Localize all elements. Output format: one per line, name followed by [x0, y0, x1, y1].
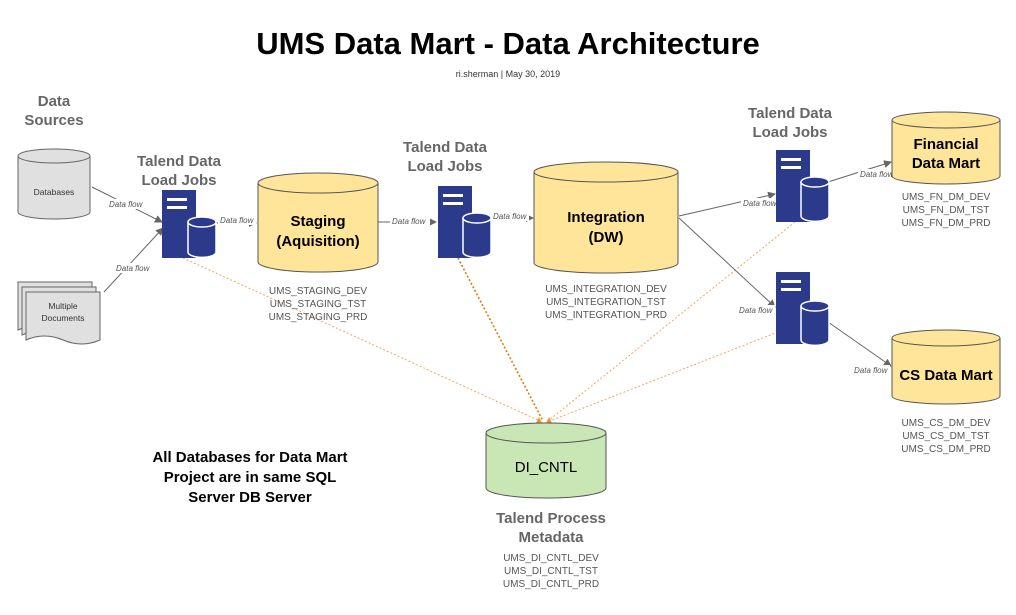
shared-server-note: All Databases for Data Mart Project are …	[130, 448, 370, 508]
flow-label: Data flow	[392, 217, 427, 226]
note-line2: Project are in same SQL	[163, 469, 337, 486]
db-name: UMS_DI_CNTL_TST	[504, 566, 598, 577]
talend-process-label: Talend Process Metadata	[476, 509, 626, 547]
di-cntl-db-names: UMS_DI_CNTL_DEV UMS_DI_CNTL_TST UMS_DI_C…	[486, 552, 616, 591]
di-cntl-database: DI_CNTL	[485, 422, 607, 499]
db-name: UMS_CS_DM_DEV	[901, 418, 991, 429]
staging-label-line1: Staging	[291, 213, 346, 230]
note-line1: All Databases for Data Mart	[152, 449, 348, 466]
databases-label: Databases	[34, 187, 75, 197]
staging-database: Staging (Aquisition)	[257, 172, 379, 273]
flow-label: Data flow	[220, 216, 255, 225]
flow-jobs4-to-cs	[827, 321, 892, 367]
data-sources-label: Data Sources	[14, 92, 94, 130]
talend-jobs-2-line1: Talend Data	[403, 139, 487, 156]
flow-label: Data flow	[743, 199, 778, 208]
db-name: UMS_FN_DM_TST	[902, 205, 990, 216]
staging-db-names: UMS_STAGING_DEV UMS_STAGING_TST UMS_STAG…	[248, 285, 388, 324]
server-icon-jobs1	[162, 190, 217, 259]
data-sources-line1: Data	[37, 93, 71, 110]
flow-label: Data flow	[854, 366, 889, 375]
integration-database: Integration (DW)	[533, 161, 679, 274]
cs-data-mart: CS Data Mart	[891, 329, 1001, 405]
talend-jobs-3-line1: Talend Data	[748, 105, 832, 122]
talend-jobs-2-line2: Load Jobs	[407, 158, 483, 175]
talend-process-line2: Metadata	[518, 529, 584, 546]
cs-label: CS Data Mart	[899, 367, 992, 384]
documents-source: Multiple Documents	[17, 281, 101, 345]
talend-jobs-3-line2: Load Jobs	[752, 124, 828, 141]
db-name: UMS_INTEGRATION_PRD	[544, 310, 668, 321]
db-name: UMS_CS_DM_PRD	[901, 444, 991, 455]
flow-integration-to-jobs3	[678, 191, 776, 217]
db-name: UMS_CS_DM_TST	[902, 431, 990, 442]
flow-label: Data flow	[109, 200, 144, 209]
db-name: UMS_STAGING_DEV	[268, 286, 368, 297]
talend-jobs-label-3: Talend Data Load Jobs	[733, 104, 847, 142]
talend-jobs-label-2: Talend Data Load Jobs	[388, 138, 502, 176]
cs-db-names: UMS_CS_DM_DEV UMS_CS_DM_TST UMS_CS_DM_PR…	[888, 417, 1004, 456]
db-name: UMS_STAGING_TST	[269, 299, 367, 310]
financial-label-line2: Data Mart	[912, 155, 980, 172]
db-name: UMS_DI_CNTL_DEV	[503, 553, 599, 564]
server-icon-jobs2	[438, 186, 492, 259]
db-name: UMS_DI_CNTL_PRD	[502, 579, 600, 590]
db-name: UMS_INTEGRATION_TST	[546, 297, 666, 308]
integration-db-names: UMS_INTEGRATION_DEV UMS_INTEGRATION_TST …	[526, 283, 686, 322]
financial-label-line1: Financial	[913, 136, 978, 153]
flow-integration-to-jobs4	[678, 217, 776, 308]
documents-label-line1: Multiple	[48, 301, 78, 311]
integration-label-line1: Integration	[567, 209, 645, 226]
data-flow-arrows	[91, 160, 892, 367]
documents-label-line2: Documents	[42, 313, 85, 323]
note-line3: Server DB Server	[188, 489, 312, 506]
db-name: UMS_INTEGRATION_DEV	[545, 284, 667, 295]
server-icon-jobs3	[776, 150, 830, 223]
databases-source: Databases	[17, 148, 91, 220]
flow-labels: Data flow Data flow Data flow Data flow …	[107, 169, 896, 375]
flow-label: Data flow	[739, 306, 774, 315]
db-name: UMS_FN_DM_PRD	[901, 218, 991, 229]
flow-label: Data flow	[116, 264, 151, 273]
talend-jobs-1-line2: Load Jobs	[141, 172, 217, 189]
flow-documents-to-jobs1	[103, 227, 164, 293]
data-sources-line2: Sources	[24, 112, 84, 129]
flow-label: Data flow	[493, 212, 528, 221]
server-icon-jobs4	[776, 272, 830, 347]
flow-label: Data flow	[860, 170, 895, 179]
talend-jobs-label-1: Talend Data Load Jobs	[122, 152, 236, 190]
db-name: UMS_FN_DM_DEV	[901, 192, 991, 203]
financial-db-names: UMS_FN_DM_DEV UMS_FN_DM_TST UMS_FN_DM_PR…	[888, 191, 1004, 230]
page-title: UMS Data Mart - Data Architecture	[256, 26, 760, 61]
di-cntl-label: DI_CNTL	[515, 459, 578, 476]
page-subtitle: ri.sherman | May 30, 2019	[455, 69, 561, 79]
talend-process-line1: Talend Process	[496, 510, 606, 527]
staging-label-line2: (Aquisition)	[276, 233, 359, 250]
financial-data-mart: Financial Data Mart	[891, 111, 1001, 185]
integration-label-line2: (DW)	[589, 229, 624, 246]
db-name: UMS_STAGING_PRD	[268, 312, 368, 323]
talend-jobs-1-line1: Talend Data	[137, 153, 221, 170]
